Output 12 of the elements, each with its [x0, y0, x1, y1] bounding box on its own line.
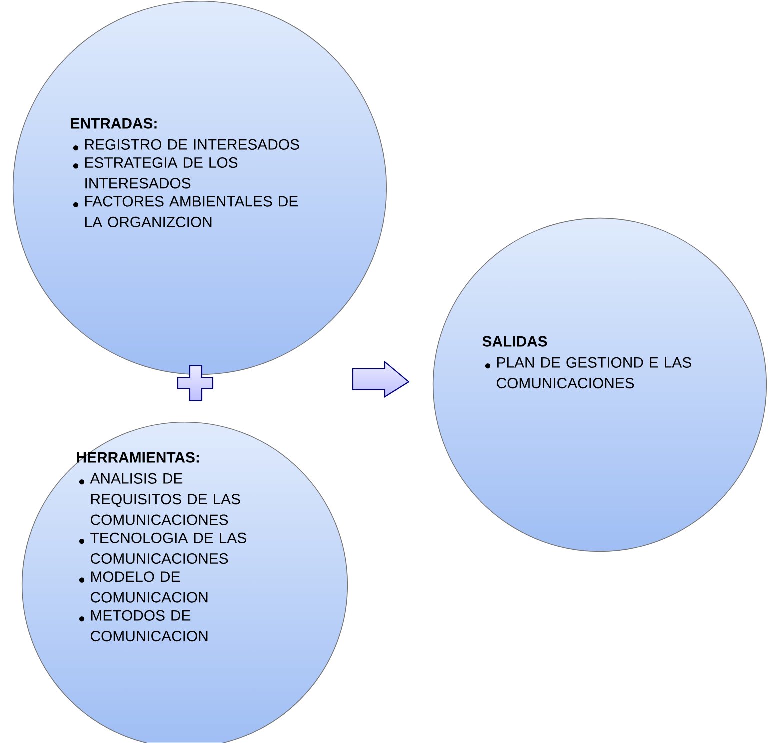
list-item: MODELO DE COMUNICACION: [91, 572, 208, 603]
list-item: METODOS DE COMUNICACION: [91, 610, 208, 642]
heading: SALIDAS: [482, 336, 548, 347]
heading: ENTRADAS:: [71, 118, 157, 129]
list-item: REGISTRO DE INTERESADOS: [86, 139, 300, 150]
block-arrow: [352, 360, 410, 398]
list-item: FACTORES AMBIENTALES DE LA ORGANIZCION: [86, 196, 298, 228]
list-item: ANALISIS DE REQUISITOS DE LAS COMUNICACIONES: [90, 473, 240, 526]
list-item: ESTRATEGIA DE LOS INTERESADOS: [86, 157, 238, 189]
heading: HERRAMIENTAS:: [77, 452, 199, 463]
list-item: TECNOLOGIA DE LAS COMUNICACIONES: [90, 532, 246, 564]
list-item: PLAN DE GESTIOND E LAS COMUNICACIONES: [497, 357, 692, 389]
